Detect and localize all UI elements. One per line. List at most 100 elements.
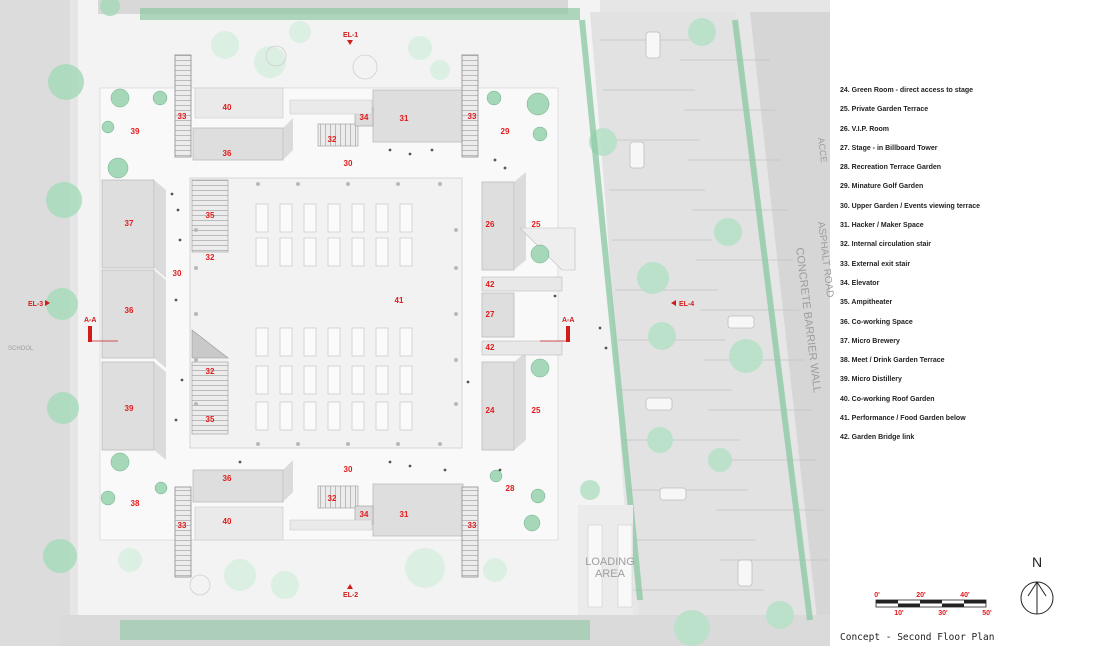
column-dot: [194, 312, 198, 316]
room-label-34: 34: [360, 510, 369, 519]
courtyard-table: [279, 237, 293, 267]
legend-item: 29. Minature Golf Garden: [840, 183, 924, 191]
outline-trees: [189, 45, 378, 596]
north-arrow: N: [1020, 554, 1054, 615]
courtyard-table: [279, 365, 293, 395]
hedge-borders: [579, 19, 813, 621]
column-dot: [454, 358, 458, 362]
column-dot: [256, 442, 260, 446]
room-label-40: 40: [223, 517, 232, 526]
column-dot: [194, 402, 198, 406]
room-label-36: 36: [125, 306, 134, 315]
section-left-label: A-A: [84, 317, 96, 324]
exit-stairs: [174, 54, 479, 578]
courtyard-table: [255, 203, 269, 233]
room-label-39: 39: [125, 404, 134, 413]
courtyard-table: [375, 401, 389, 431]
scale-bar: 0' 20' 40' 10' 30' 50': [874, 592, 992, 617]
courtyard-table: [255, 401, 269, 431]
section-marker-left: A-A: [84, 317, 118, 342]
column-dot: [194, 266, 198, 270]
column-dot: [194, 228, 198, 232]
room-label-25: 25: [532, 220, 541, 229]
north-label: N: [1032, 554, 1042, 570]
room-label-32: 32: [206, 367, 215, 376]
room-legend: 24. Green Room - direct access to stage …: [840, 86, 980, 453]
courtyard-table: [327, 203, 341, 233]
room-label-26: 26: [486, 220, 495, 229]
elevation-marker-el4: EL-4: [671, 300, 694, 308]
room-label-31: 31: [400, 510, 409, 519]
scale-20: 20': [916, 592, 926, 599]
plan-title: Concept - Second Floor Plan: [840, 632, 995, 643]
el1-label: EL-1: [343, 32, 358, 39]
column-dot: [438, 442, 442, 446]
courtyard-table: [399, 203, 413, 233]
room-label-40: 40: [223, 103, 232, 112]
el3-label: EL-3: [28, 301, 43, 308]
room-label-33: 33: [468, 112, 477, 121]
building-floor: [99, 87, 559, 541]
room-label-28: 28: [506, 484, 515, 493]
room-label-30: 30: [173, 269, 182, 278]
room-label-41: 41: [395, 296, 404, 305]
legend-item: 41. Performance / Food Garden below: [840, 415, 966, 423]
area-label: AREA: [595, 568, 626, 580]
room-label-29: 29: [501, 127, 510, 136]
scale-40: 40': [960, 592, 970, 599]
legend-item: 34. Elevator: [840, 279, 880, 287]
elevation-marker-el3: EL-3: [28, 300, 50, 308]
scale-30: 30': [938, 610, 948, 617]
room-label-37: 37: [125, 219, 134, 228]
parking-trees: [580, 18, 794, 646]
courtyard-table: [399, 365, 413, 395]
legend-item: 32. Internal circulation stair: [840, 241, 932, 249]
el4-label: EL-4: [679, 301, 694, 308]
room-label-30: 30: [344, 159, 353, 168]
column-dot: [346, 442, 350, 446]
courtyard-table: [327, 401, 341, 431]
loading-label: LOADING: [585, 556, 635, 568]
module-shadows: [154, 82, 526, 502]
scale-50: 50': [982, 610, 992, 617]
column-dot: [346, 182, 350, 186]
room-label-35: 35: [206, 211, 215, 220]
room-label-30: 30: [344, 465, 353, 474]
column-dot: [396, 182, 400, 186]
column-dot: [396, 442, 400, 446]
legend-item: 24. Green Room - direct access to stage: [840, 87, 974, 94]
legend-item: 39. Micro Distillery: [840, 376, 902, 384]
courtyard-table: [351, 401, 365, 431]
courtyard-table: [327, 327, 341, 357]
legend-item: 30. Upper Garden / Events viewing terrac…: [840, 202, 981, 210]
courtyard-table: [351, 365, 365, 395]
courtyard-table: [351, 237, 365, 267]
courtyard-table: [375, 327, 389, 357]
scale-10: 10': [894, 610, 904, 617]
elevation-marker-el1: EL-1: [343, 32, 358, 45]
legend-item: 26. V.I.P. Room: [840, 125, 890, 133]
accent-road-label: ACCE: [816, 137, 829, 163]
courtyard-table: [327, 237, 341, 267]
courtyard-tables: [255, 203, 413, 431]
courtyard-table: [279, 203, 293, 233]
room-label-32: 32: [328, 494, 337, 503]
courtyard-table: [351, 327, 365, 357]
column-dot: [454, 312, 458, 316]
column-dot: [194, 358, 198, 362]
courtyard-table: [303, 401, 317, 431]
courtyard-table: [399, 327, 413, 357]
legend-item: 31. Hacker / Maker Space: [840, 222, 924, 230]
column-dot: [296, 442, 300, 446]
courtyard-table: [303, 365, 317, 395]
terrace-trees: [100, 88, 550, 532]
column-dot: [438, 182, 442, 186]
legend-item: 33. External exit stair: [840, 260, 911, 268]
street-trees-west: [43, 0, 120, 573]
room-label-39: 39: [131, 127, 140, 136]
room-label-32: 32: [328, 135, 337, 144]
courtyard-table: [255, 237, 269, 267]
room-label-31: 31: [400, 114, 409, 123]
column-dot: [454, 402, 458, 406]
